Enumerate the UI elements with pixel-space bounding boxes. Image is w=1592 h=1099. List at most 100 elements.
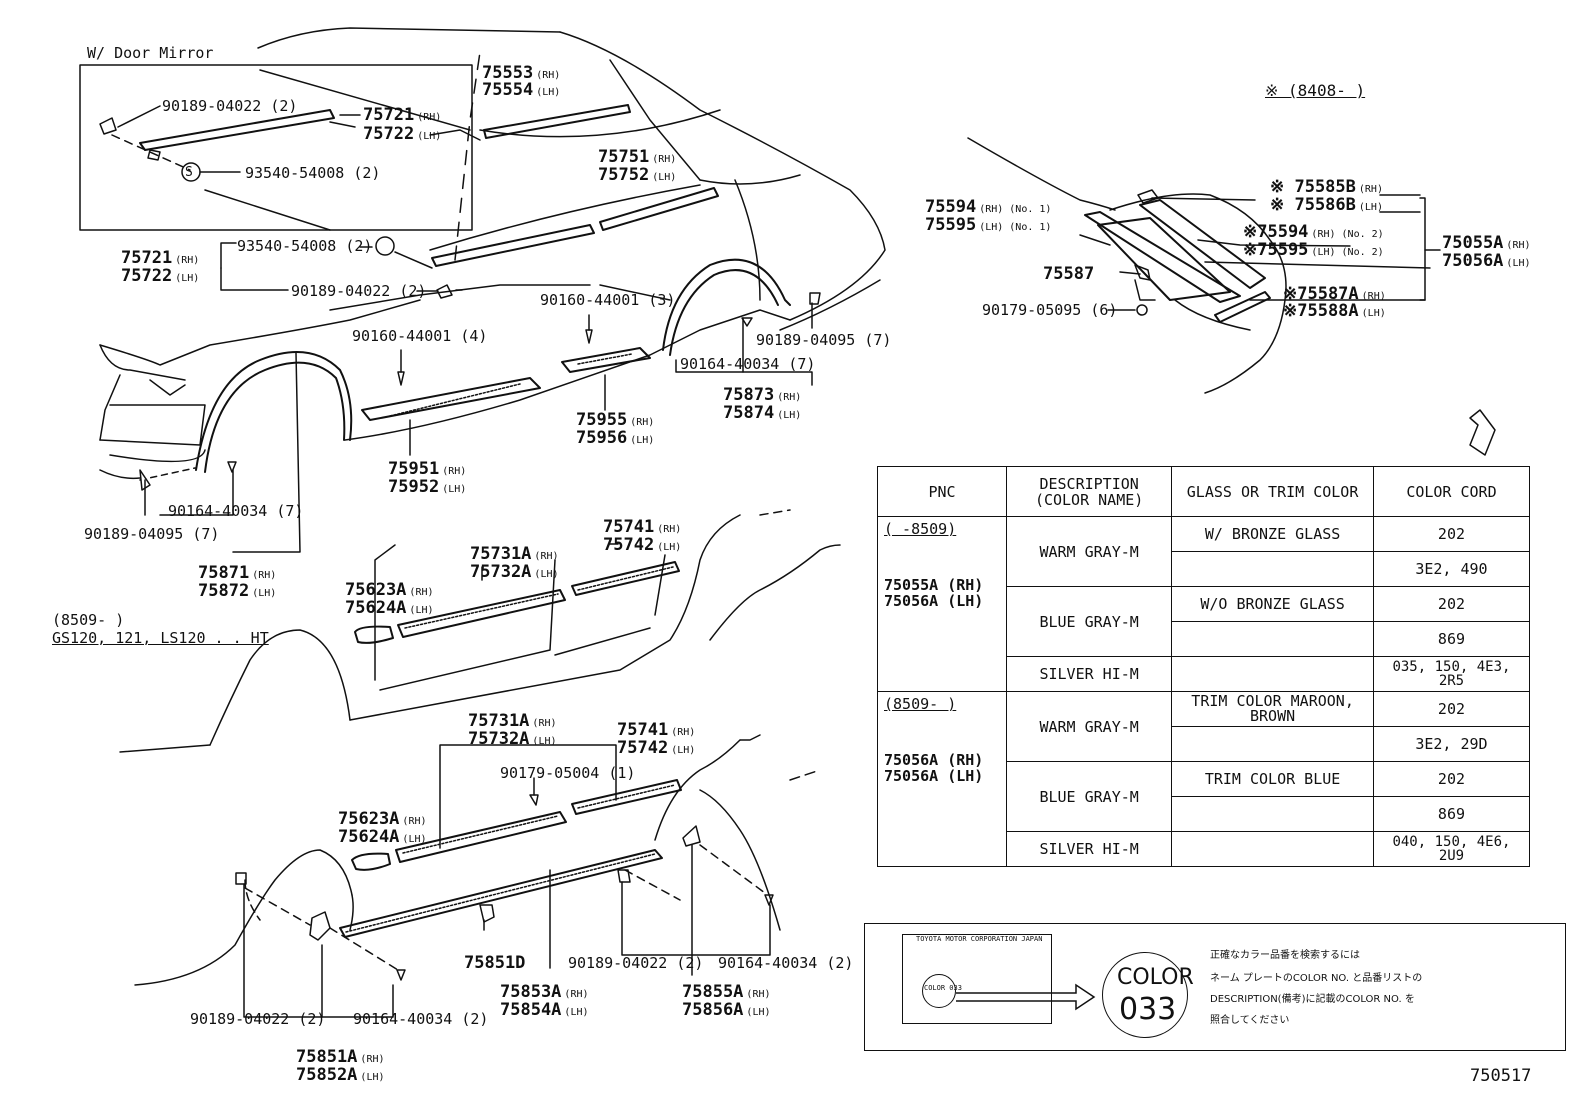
color-code: 202 <box>1372 586 1531 622</box>
part-label: 75952(LH) <box>388 477 467 497</box>
part-label: 75624A(LH) <box>345 598 434 618</box>
s-mark: S <box>185 165 193 180</box>
color-code: 869 <box>1372 796 1531 832</box>
part-label: 75955(RH) <box>576 410 655 430</box>
trim-color: TRIM COLOR MAROON, BROWN <box>1171 691 1374 727</box>
part-label: 90164-40034 (2) <box>718 954 854 972</box>
part-label: 75731A(RH) <box>468 711 557 731</box>
color-code: 035, 150, 4E3, 2R5 <box>1372 656 1531 692</box>
pnc-code: 75056A (LH) <box>884 767 984 785</box>
part-label: 93540-54008 (2) <box>245 164 381 182</box>
part-label: 90189-04095 (7) <box>84 525 220 543</box>
part-label: 90160-44001 (3) <box>540 291 676 309</box>
color-code: 202 <box>1372 691 1531 727</box>
part-label: 75851A(RH) <box>296 1047 385 1067</box>
part-label: 75595(LH) (No. 1) <box>925 215 1052 235</box>
lower-leader-lines <box>243 744 771 1018</box>
part-label: 75742(LH) <box>603 535 682 555</box>
plate-note-line: ネーム プレートのCOLOR NO. と品番リストの <box>1210 973 1423 984</box>
trim-color <box>1171 726 1374 762</box>
model-range-note: (8509- ) <box>52 611 125 629</box>
part-label: 75872(LH) <box>198 581 277 601</box>
part-label: 75853A(RH) <box>500 982 589 1002</box>
part-label: 75055A(RH) <box>1442 233 1531 253</box>
part-label: 90189-04022 (2) <box>190 1010 326 1028</box>
color-code: 3E2, 490 <box>1372 551 1531 587</box>
moldings-upper <box>227 104 821 473</box>
part-label: 75856A(LH) <box>682 1000 771 1020</box>
part-label: 75731A(RH) <box>470 544 559 564</box>
trim-color: W/ BRONZE GLASS <box>1171 516 1374 552</box>
part-label: 90189-04022 (2) <box>568 954 704 972</box>
part-label: 75722(LH) <box>363 124 442 144</box>
part-label: 90189-04095 (7) <box>756 331 892 349</box>
part-label: 90189-04022 (2) <box>162 97 298 115</box>
color-name: BLUE GRAY-M <box>1006 586 1173 657</box>
part-label: 90164-40034 (7) <box>680 355 816 373</box>
trim-color: W/O BRONZE GLASS <box>1171 586 1374 622</box>
diagram-number: 750517 <box>1470 1066 1532 1086</box>
trim-color <box>1171 551 1374 587</box>
color-code: 040, 150, 4E6, 2U9 <box>1372 831 1531 867</box>
part-label: 90179-05095 (6) <box>982 301 1118 319</box>
part-label: 75056A(LH) <box>1442 251 1531 271</box>
part-label: 75951(RH) <box>388 459 467 479</box>
trim-color <box>1171 656 1374 692</box>
part-label: ※ 75586B(LH) <box>1270 195 1383 215</box>
part-label: 90179-05004 (1) <box>500 764 636 782</box>
lower-car-outline <box>134 734 821 986</box>
plate-note-line: DESCRIPTION(備考)に記載のCOLOR NO. を <box>1210 994 1415 1005</box>
part-label: 90160-44001 (4) <box>352 327 488 345</box>
header-description: DESCRIPTION (COLOR NAME) <box>1006 466 1173 517</box>
part-label: 75732A(LH) <box>470 562 559 582</box>
header-color-code: COLOR CORD <box>1372 466 1531 517</box>
color-code-table: PNC DESCRIPTION (COLOR NAME) GLASS OR TR… <box>876 466 1531 867</box>
part-label: 75873(RH) <box>723 385 802 405</box>
middle-moldings <box>354 543 680 644</box>
color-badge-word: COLOR <box>1117 965 1194 990</box>
wheel-arch-moldings-upper <box>139 258 791 491</box>
part-label: 75871(RH) <box>198 563 277 583</box>
upper-car-body-outline <box>99 27 886 480</box>
part-label: 75553(RH) <box>482 63 561 83</box>
color-plate-reference <box>864 923 1566 1051</box>
trim-color <box>1171 796 1374 832</box>
part-label: 75956(LH) <box>576 428 655 448</box>
pnc-range: ( -8509) <box>884 520 957 538</box>
part-label: 75594(RH) (No. 1) <box>925 197 1052 217</box>
inset-title: W/ Door Mirror <box>87 44 214 62</box>
part-label: 75874(LH) <box>723 403 802 423</box>
color-badge <box>1102 952 1188 1038</box>
door-mirror-inset <box>79 64 481 231</box>
middle-car-outline <box>119 509 841 753</box>
part-label: 75732A(LH) <box>468 729 557 749</box>
part-label: 93540-54008 (2) <box>237 237 373 255</box>
color-name: WARM GRAY-M <box>1006 516 1173 587</box>
part-label: 75554(LH) <box>482 80 561 100</box>
part-label: 75855A(RH) <box>682 982 771 1002</box>
arrow-icon <box>956 983 1096 1011</box>
part-label: 90164-40034 (7) <box>168 502 304 520</box>
part-label: 75721(RH) <box>121 248 200 268</box>
part-label: ※75594(RH) (No. 2) <box>1243 222 1384 242</box>
pnc-code: 75056A (RH) <box>884 751 984 769</box>
part-label: 90189-04022 (2) <box>291 282 427 300</box>
trim-color <box>1171 831 1374 867</box>
part-label: 75854A(LH) <box>500 1000 589 1020</box>
plate-maker-text: TOYOTA MOTOR CORPORATION JAPAN <box>916 935 1043 943</box>
part-label: 75721(RH) <box>363 105 442 125</box>
plate-note-line: 照合してください <box>1210 1015 1290 1026</box>
pnc-code: 75055A (RH) <box>884 576 984 594</box>
part-label: ※75595(LH) (No. 2) <box>1243 240 1384 260</box>
plate-note-line: 正確なカラー品番を検索するには <box>1210 950 1360 961</box>
trim-color <box>1171 621 1374 657</box>
rear-window-detail <box>967 137 1496 456</box>
color-code: 3E2, 29D <box>1372 726 1531 762</box>
color-name: WARM GRAY-M <box>1006 691 1173 762</box>
rear-range-note: ※ (8408- ) <box>1265 81 1366 100</box>
color-name: SILVER HI-M <box>1006 656 1173 692</box>
trim-color: TRIM COLOR BLUE <box>1171 761 1374 797</box>
part-label: ※ 75585B(RH) <box>1270 177 1383 197</box>
color-code: 202 <box>1372 761 1531 797</box>
